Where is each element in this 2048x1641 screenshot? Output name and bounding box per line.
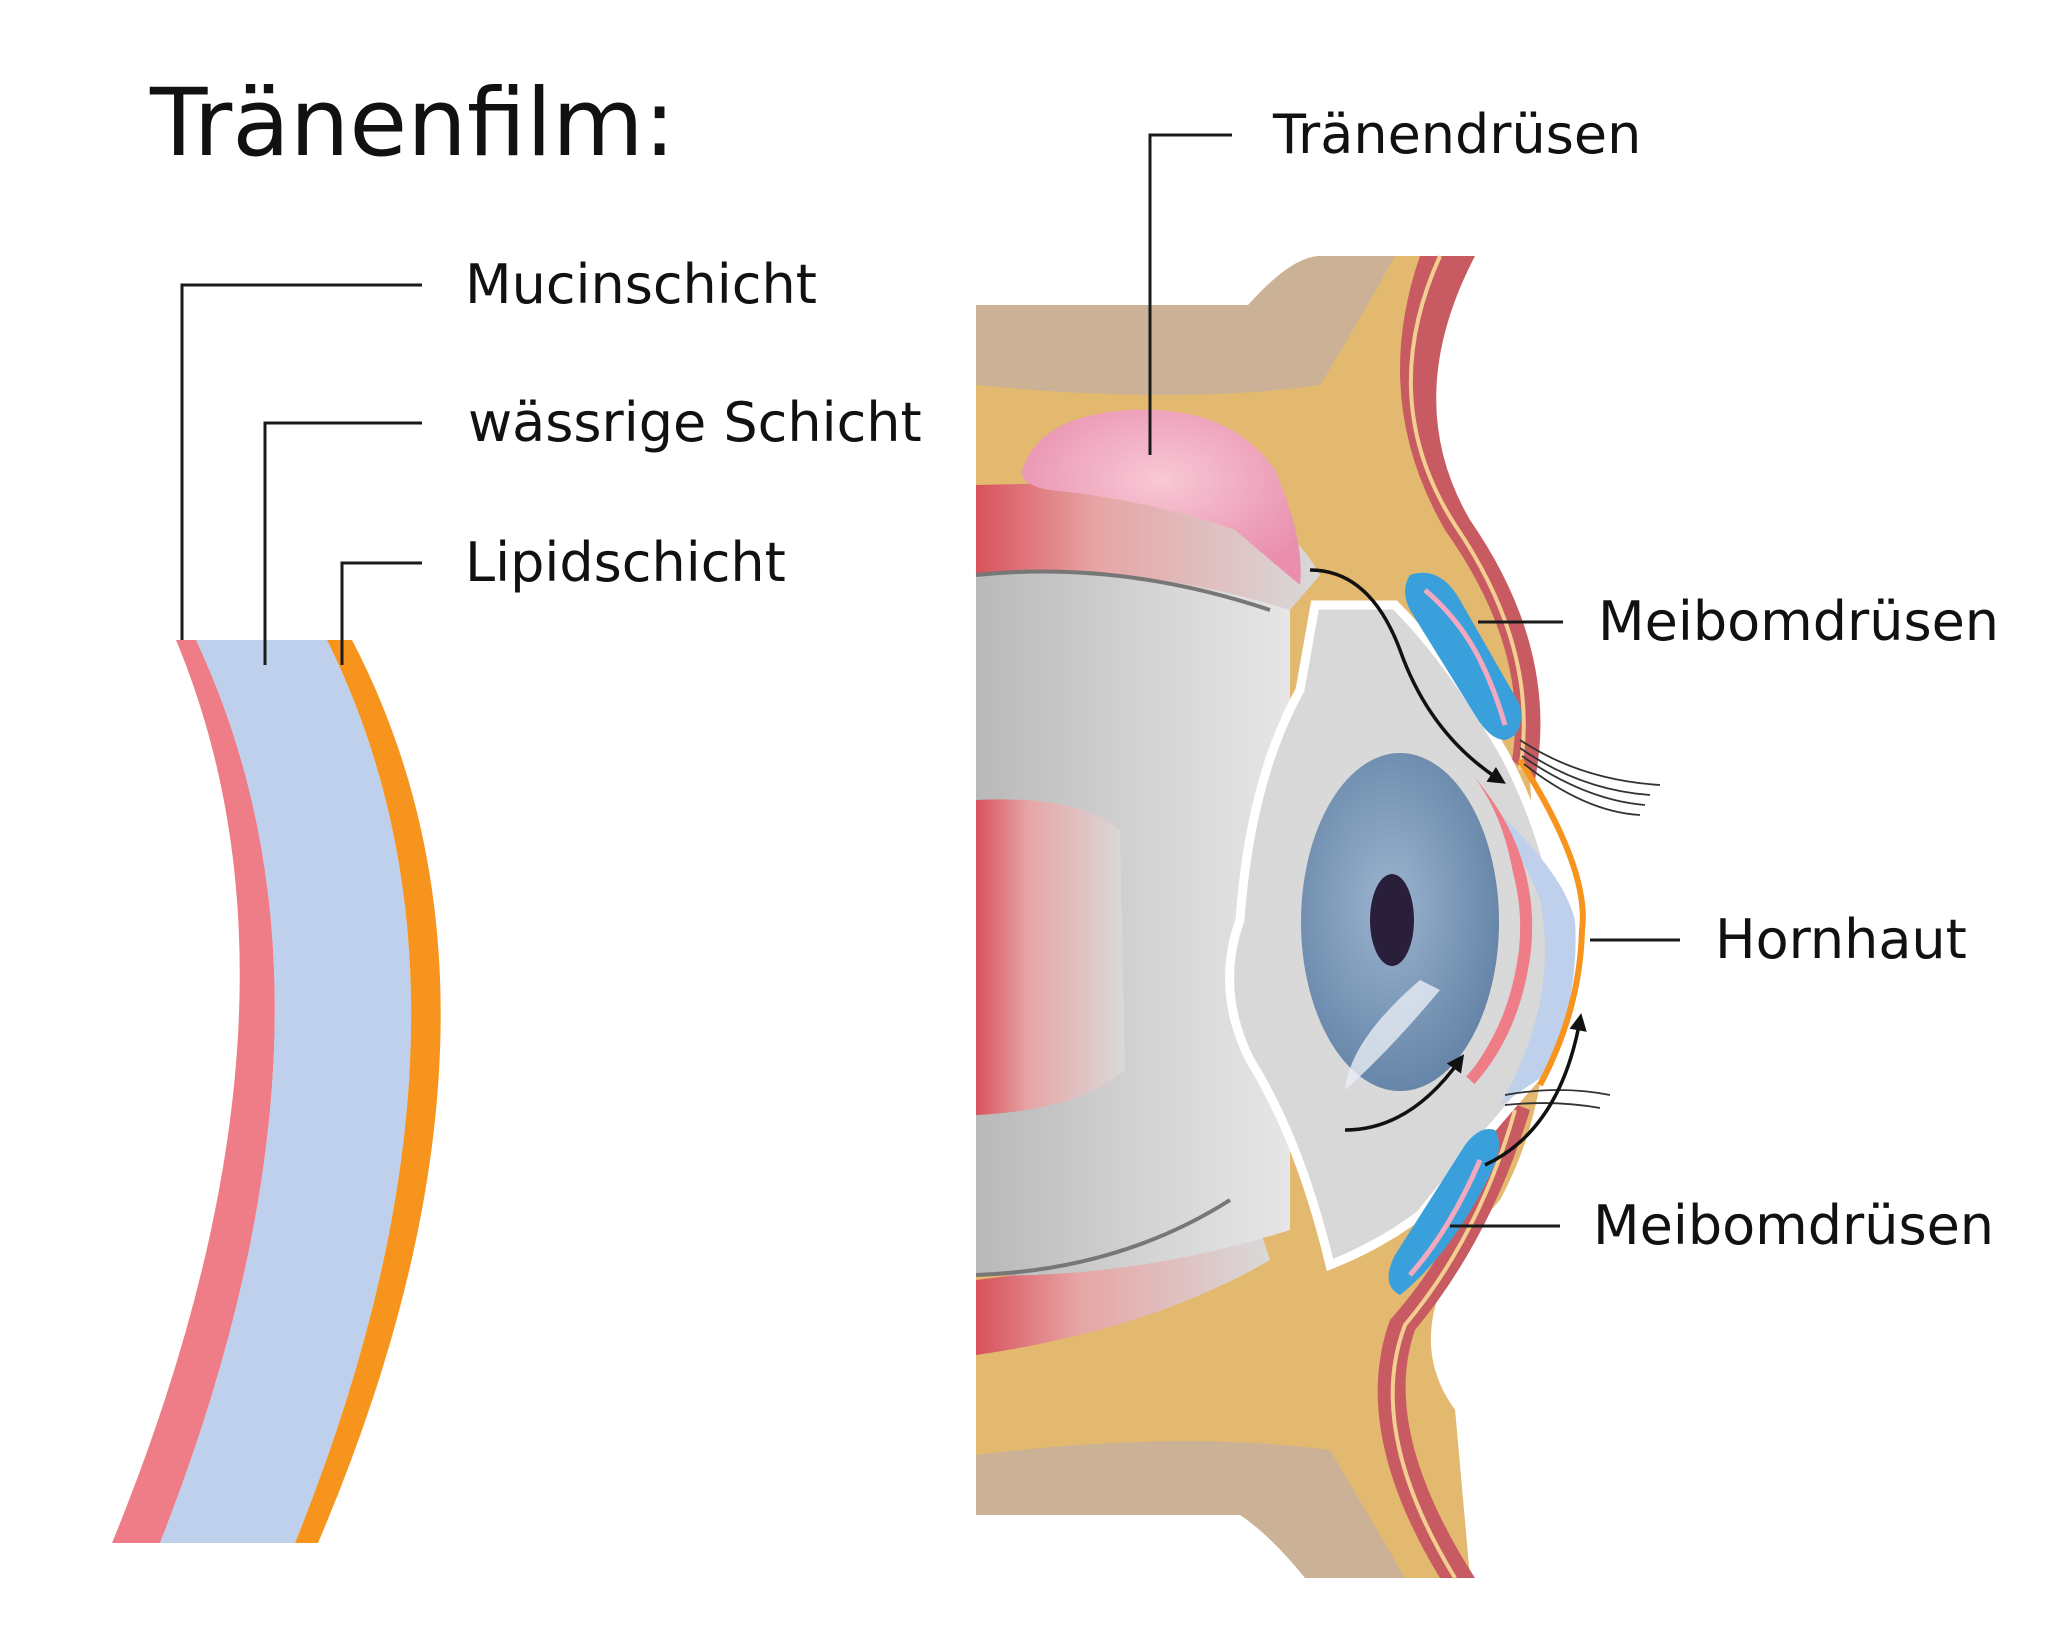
eyelid-skin-highlight <box>1408 255 1526 771</box>
cornea-label: Hornhaut <box>1715 908 1967 971</box>
eyelashes-upper <box>1519 739 1661 816</box>
tear-flow-arrow-lower-right <box>1484 1013 1587 1167</box>
tear-flow-arrow-upper <box>1309 568 1506 784</box>
aqueous-label: wässrige Schicht <box>468 391 922 454</box>
aqueous-layer <box>160 640 412 1543</box>
optic-muscle <box>976 799 1125 1115</box>
meibomian-gland-lower-inner <box>1408 1159 1483 1277</box>
cornea-lipid-edge <box>1517 758 1586 1087</box>
meibomian-gland-lower <box>1388 1129 1499 1295</box>
tear-film-layers <box>112 640 441 1543</box>
page-title: Tränenfilm: <box>149 69 675 178</box>
lipid-layer <box>295 640 441 1543</box>
pupil <box>1370 874 1414 966</box>
eyelid-skin <box>1400 256 1541 780</box>
eyelid-skin-lower <box>1377 1100 1530 1578</box>
meibomian-upper-label: Meibomdrüsen <box>1598 590 1999 653</box>
meibomian-lower-label: Meibomdrüsen <box>1593 1194 1994 1257</box>
lipid-label: Lipidschicht <box>465 531 786 594</box>
eyelid-skin-highlight-lower <box>1390 1109 1517 1580</box>
lipid-leader-line <box>340 561 422 665</box>
tear-flow-arrow-lower-left <box>1344 1054 1465 1132</box>
mucin-label: Mucinschicht <box>465 253 817 316</box>
iris-highlight <box>1345 980 1440 1090</box>
mucin-leader-line <box>180 283 422 640</box>
aqueous-leader-line <box>263 421 422 665</box>
mucin-layer <box>112 640 275 1543</box>
eyeball-contour-line-lower <box>975 1198 1232 1277</box>
eye-cross-section <box>975 255 1661 1580</box>
lacrimal-gland-label: Tränendrüsen <box>1272 103 1641 166</box>
lacrimal-gland-leader-line <box>1148 133 1232 455</box>
meibomian-gland-upper-inner <box>1423 588 1508 726</box>
meibomian-gland-upper <box>1405 572 1521 740</box>
cornea-tear-film <box>1455 775 1576 1105</box>
eyeball-contour-line <box>975 569 1271 612</box>
lacrimal-gland <box>1021 409 1301 585</box>
